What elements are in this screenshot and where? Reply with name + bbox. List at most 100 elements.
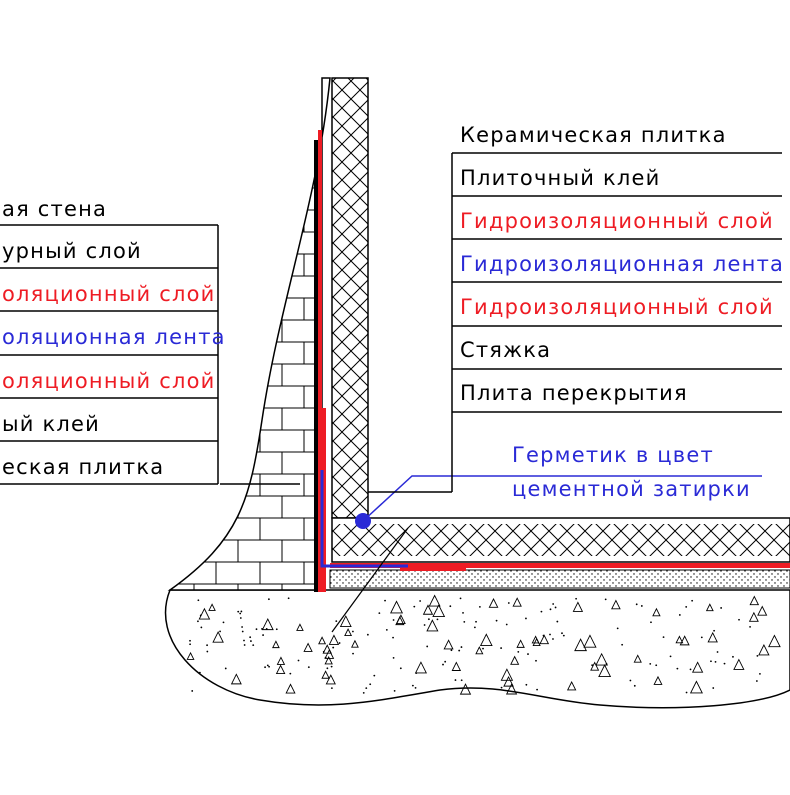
- aggregate-dot: [655, 664, 658, 667]
- aggregate-dot: [454, 679, 457, 681]
- left-label-6: еская плитка: [2, 455, 164, 479]
- aggregate-stone: [230, 673, 242, 685]
- aggregate-dot: [219, 630, 221, 633]
- aggregate-dot: [732, 655, 734, 658]
- aggregate-dot: [198, 671, 201, 674]
- aggregate-dot: [444, 660, 447, 663]
- aggregate-stone: [276, 656, 286, 665]
- aggregate-dot: [267, 598, 270, 601]
- aggregate-dot: [411, 684, 414, 687]
- aggregate-stone: [212, 631, 224, 643]
- aggregate-stone: [428, 594, 441, 607]
- aggregate-stone: [318, 636, 327, 645]
- aggregate-stone: [748, 611, 759, 622]
- aggregate-dot: [275, 628, 278, 631]
- aggregate-dot: [239, 617, 242, 619]
- aggregate-dot: [243, 644, 246, 646]
- aggregate-stone: [539, 634, 550, 645]
- aggregate-dot: [459, 597, 462, 600]
- aggregate-dot: [399, 667, 402, 670]
- aggregate-stone: [757, 605, 768, 616]
- aggregate-dot: [549, 633, 551, 636]
- aggregate-dot: [385, 628, 388, 631]
- aggregate-stone: [339, 615, 352, 627]
- sealant-label-line1: Герметик в цвет: [512, 443, 714, 467]
- aggregate-dot: [738, 618, 740, 621]
- aggregate-dot: [561, 632, 563, 635]
- aggregate-dot: [366, 633, 369, 636]
- aggregate-stone: [443, 639, 454, 650]
- aggregate-dot: [463, 620, 466, 623]
- aggregate-dot: [669, 655, 672, 658]
- aggregate-stone: [574, 638, 588, 652]
- aggregate-stone: [691, 661, 704, 673]
- aggregate-dot: [268, 665, 270, 668]
- left-label-2: оляционный слой: [2, 282, 216, 306]
- aggregate-stone: [395, 615, 405, 626]
- aggregate-dot: [713, 629, 716, 632]
- aggregate-dot: [224, 667, 227, 670]
- slab-aggregate-texture: [186, 594, 781, 695]
- aggregate-stone: [272, 640, 280, 649]
- aggregate-stone: [516, 639, 525, 648]
- aggregate-dot: [525, 683, 528, 686]
- left-label-0: ая стена: [2, 197, 107, 221]
- aggregate-dot: [749, 625, 751, 628]
- aggregate-dot: [542, 634, 545, 637]
- aggregate-dot: [189, 639, 191, 642]
- aggregate-dot: [475, 620, 477, 623]
- aggregate-dot: [252, 644, 255, 647]
- aggregate-dot: [335, 620, 338, 623]
- aggregate-dot: [689, 668, 692, 671]
- waterproofing-tape-corner: [320, 470, 408, 568]
- aggregate-stone: [321, 670, 330, 679]
- aggregate-stone: [479, 633, 493, 647]
- aggregate-dot: [241, 630, 244, 633]
- aggregate-stone: [198, 607, 211, 620]
- aggregate-stone: [652, 607, 661, 617]
- aggregate-dot: [500, 686, 503, 689]
- aggregate-dot: [243, 639, 245, 642]
- aggregate-dot: [415, 672, 418, 675]
- aggregate-dot: [206, 650, 209, 653]
- aggregate-dot: [507, 602, 510, 604]
- aggregate-stone: [768, 634, 781, 648]
- right-label-1: Плиточный клей: [460, 166, 660, 190]
- aggregate-dot: [436, 618, 439, 621]
- aggregate-stone: [572, 601, 584, 612]
- aggregate-dot: [723, 662, 726, 665]
- aggregate-stone: [675, 635, 684, 644]
- aggregate-dot: [635, 603, 638, 606]
- aggregate-dot: [330, 665, 333, 668]
- aggregate-dot: [676, 667, 679, 670]
- aggregate-dot: [365, 687, 368, 690]
- aggregate-dot: [662, 636, 665, 639]
- aggregate-dot: [605, 662, 608, 665]
- aggregate-dot: [249, 636, 252, 639]
- screed-layer: [329, 569, 790, 589]
- aggregate-stone: [566, 680, 577, 691]
- aggregate-dot: [322, 650, 325, 653]
- aggregate-dot: [189, 643, 191, 646]
- aggregate-dot: [426, 645, 429, 648]
- aggregate-stone: [285, 683, 296, 694]
- aggregate-dot: [556, 620, 559, 623]
- aggregate-dot: [419, 600, 422, 602]
- aggregate-stone: [426, 619, 439, 632]
- aggregate-stone: [503, 675, 514, 687]
- aggregate-dot: [352, 652, 354, 655]
- aggregate-dot: [378, 612, 381, 615]
- aggregate-dot: [591, 664, 594, 667]
- right-label-table: Керамическая плитка Плиточный клей Гидро…: [368, 123, 783, 493]
- aggregate-dot: [413, 605, 416, 608]
- aggregate-stone: [758, 643, 770, 656]
- right-label-6: Плита перекрытия: [460, 381, 688, 405]
- aggregate-dot: [616, 627, 619, 630]
- aggregate-dot: [384, 599, 386, 602]
- floor-tile: [331, 517, 790, 563]
- aggregate-dot: [427, 618, 430, 621]
- aggregate-dot: [307, 666, 310, 669]
- aggregate-dot: [710, 660, 712, 663]
- aggregate-dot: [458, 649, 461, 652]
- aggregate-dot: [562, 634, 565, 637]
